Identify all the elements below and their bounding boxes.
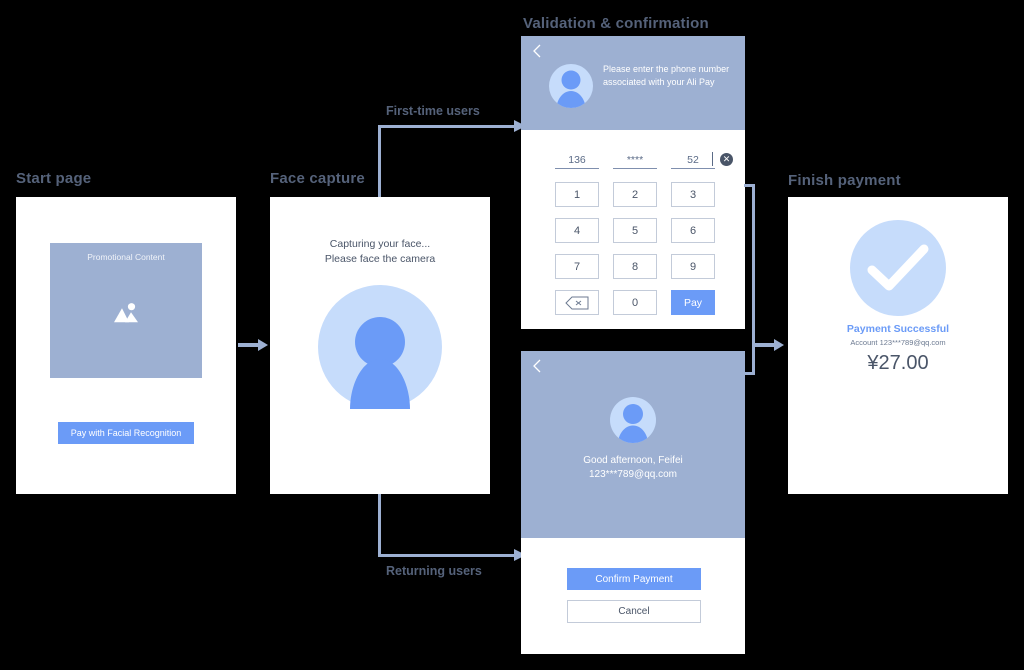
keypad-key-7[interactable]: 7: [555, 254, 599, 279]
keypad-key-2[interactable]: 2: [613, 182, 657, 207]
connector-label-first-time-users: First-time users: [386, 104, 480, 118]
phone-segment-1[interactable]: 136: [555, 154, 599, 169]
face-capture-viewfinder: [318, 285, 442, 409]
arrow-to-returning-screen: [514, 549, 526, 561]
returning-user-screen: Good afternoon, Feifei 123***789@qq.com …: [521, 351, 745, 654]
phone-segment-3[interactable]: 52: [671, 154, 715, 169]
keypad-key-8[interactable]: 8: [613, 254, 657, 279]
keypad-key-4[interactable]: 4: [555, 218, 599, 243]
validation-screen: Please enter the phone number associated…: [521, 36, 745, 329]
face-capture-instructions: Capturing your face... Please face the c…: [270, 237, 490, 267]
keypad-key-5[interactable]: 5: [613, 218, 657, 243]
branch-line-first-time-horizontal: [378, 125, 520, 128]
payment-amount: ¥27.00: [867, 352, 929, 374]
account-text: 123***789@qq.com: [589, 469, 677, 480]
panel-title-face-capture: Face capture: [270, 170, 365, 187]
validation-message: Please enter the phone number associated…: [603, 64, 730, 87]
back-chevron-icon[interactable]: [530, 44, 544, 58]
keypad-key-9[interactable]: 9: [671, 254, 715, 279]
arrow-to-validation-screen: [514, 120, 526, 132]
back-chevron-icon[interactable]: [530, 359, 544, 373]
image-placeholder-icon: [114, 302, 138, 322]
arrow-to-finish-payment: [752, 339, 784, 351]
check-mark-icon: [867, 244, 929, 291]
panel-title-finish-payment: Finish payment: [788, 172, 901, 189]
payment-account-text: Account 123***789@qq.com: [850, 338, 946, 347]
returning-greeting-block: Good afternoon, Feifei 123***789@qq.com: [521, 454, 745, 482]
person-icon: [618, 404, 648, 443]
face-capture-line-1: Capturing your face...: [329, 238, 431, 250]
keypad-pay-button[interactable]: Pay: [671, 290, 715, 315]
text-caret: [712, 152, 713, 166]
panel-title-validation: Validation & confirmation: [523, 15, 709, 32]
finish-payment-screen: Payment Successful Account 123***789@qq.…: [788, 197, 1008, 494]
merge-bracket-vertical: [752, 184, 755, 375]
promotional-content-card[interactable]: Promotional Content: [50, 243, 202, 378]
promo-label: Promotional Content: [87, 252, 165, 262]
backspace-icon[interactable]: [555, 290, 599, 315]
keypad-key-0[interactable]: 0: [613, 290, 657, 315]
arrow-start-to-face-capture: [238, 339, 268, 351]
returning-header: Good afternoon, Feifei 123***789@qq.com: [521, 351, 745, 538]
confirm-payment-button[interactable]: Confirm Payment: [567, 568, 701, 590]
greeting-text: Good afternoon, Feifei: [583, 455, 683, 466]
success-badge: [850, 220, 946, 316]
keypad-key-3[interactable]: 3: [671, 182, 715, 207]
branch-line-up-vertical: [378, 125, 381, 197]
payment-status-text: Payment Successful: [846, 323, 950, 335]
phone-segment-2[interactable]: ****: [613, 154, 657, 169]
avatar: [610, 397, 656, 443]
person-icon: [556, 70, 586, 108]
face-capture-screen: Capturing your face... Please face the c…: [270, 197, 490, 494]
merge-bracket-top-stub: [744, 184, 755, 187]
face-capture-line-2: Please face the camera: [324, 253, 436, 265]
connector-label-returning-users: Returning users: [386, 564, 482, 578]
panel-title-start-page: Start page: [16, 170, 92, 187]
person-icon: [350, 317, 410, 409]
pay-with-facial-recognition-button[interactable]: Pay with Facial Recognition: [58, 422, 194, 444]
avatar: [549, 64, 593, 108]
merge-bracket-bottom-stub: [744, 372, 755, 375]
keypad-key-1[interactable]: 1: [555, 182, 599, 207]
keypad-key-6[interactable]: 6: [671, 218, 715, 243]
branch-line-down-vertical: [378, 494, 381, 557]
validation-header: Please enter the phone number associated…: [521, 36, 745, 130]
clear-circle-x-icon[interactable]: ✕: [720, 153, 733, 166]
branch-line-returning-horizontal: [378, 554, 520, 557]
cancel-button[interactable]: Cancel: [567, 600, 701, 623]
